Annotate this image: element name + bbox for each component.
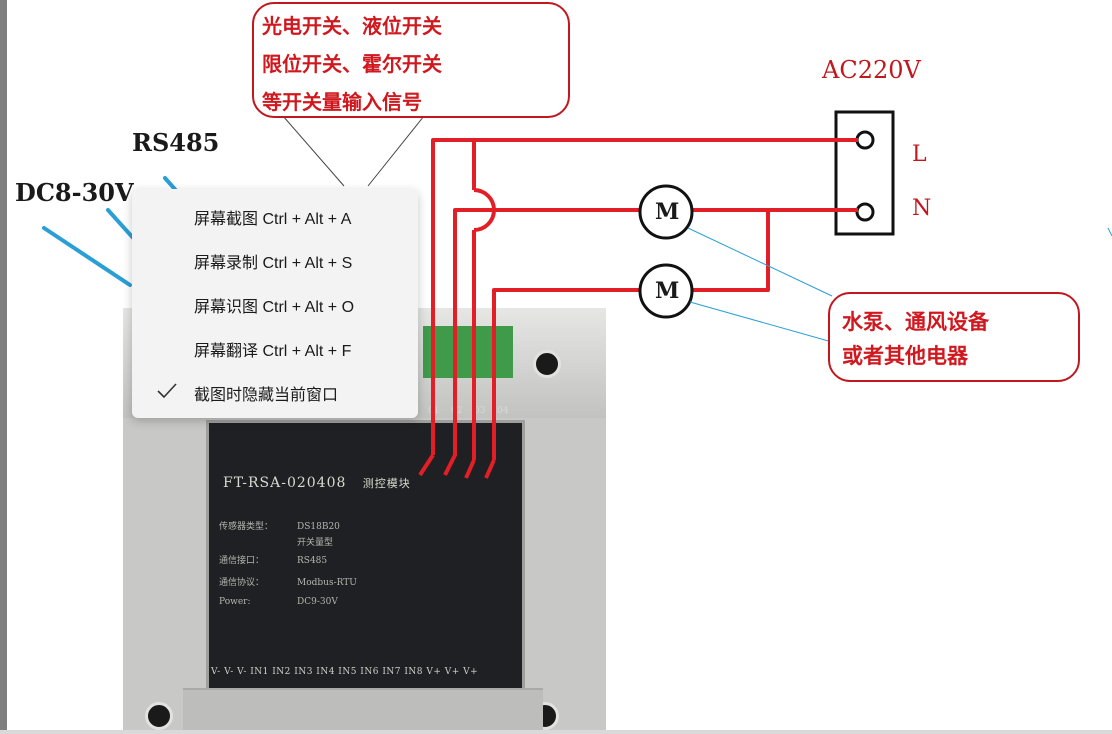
mount-hole-top-right (533, 350, 561, 378)
menu-item-screenshot[interactable]: 屏幕截图 Ctrl + Alt + A (132, 193, 418, 237)
menu-item-hide-window[interactable]: 截图时隐藏当前窗口 (132, 369, 418, 413)
screenshot-context-menu: 屏幕截图 Ctrl + Alt + A 屏幕录制 Ctrl + Alt + S … (132, 189, 418, 418)
spec-row: 传感器类型：DS18B20 (219, 522, 340, 532)
spec-row: 开关量型 (297, 538, 334, 548)
menu-item-screen-recognize[interactable]: 屏幕识图 Ctrl + Alt + O (132, 281, 418, 325)
ac220v-label: AC220V (822, 56, 921, 84)
neutral-n-label: N (912, 196, 932, 221)
input-bubble-line: 光电开关、液位开关 (262, 14, 442, 38)
module-title-cn: 测控模块 (362, 477, 411, 490)
input-signal-bubble: 光电开关、液位开关 限位开关、霍尔开关 等开关量输入信号 (252, 2, 570, 118)
mount-hole-bottom-left (145, 702, 173, 730)
module-base (183, 688, 543, 734)
menu-item-label: 屏幕录制 Ctrl + Alt + S (194, 255, 353, 272)
motor-top-label: M (655, 199, 680, 225)
load-bubble: 水泵、通风设备 或者其他电器 (828, 292, 1080, 382)
spec-row: 通信接口：RS485 (219, 556, 328, 566)
module-title: FT-RSA-020408 测控模块 (223, 475, 411, 491)
red-wires (418, 138, 858, 479)
callout-lines (282, 115, 425, 187)
motor-bottom (638, 263, 694, 319)
motor-top (638, 184, 694, 240)
menu-item-label: 屏幕翻译 Ctrl + Alt + F (194, 343, 352, 360)
rs485-label: RS485 (132, 128, 220, 157)
line-l-label: L (912, 142, 927, 167)
spec-row: Power:DC9-30V (219, 597, 338, 607)
terminal-l-screw (855, 130, 875, 150)
terminal-block (423, 326, 513, 378)
load-bubble-line: 或者其他电器 (842, 344, 968, 368)
load-callout-lines (687, 227, 833, 343)
output-label-3: 03 (474, 406, 486, 416)
window-left-edge (0, 0, 7, 734)
checkmark-icon (157, 383, 177, 399)
menu-item-label: 屏幕截图 Ctrl + Alt + A (194, 211, 352, 228)
window-bottom-edge (0, 730, 1112, 734)
pin-labels: V- V- V- IN1 IN2 IN3 IN4 IN5 IN6 IN7 IN8… (211, 667, 479, 677)
menu-item-screen-translate[interactable]: 屏幕翻译 Ctrl + Alt + F (132, 325, 418, 369)
menu-item-screen-record[interactable]: 屏幕录制 Ctrl + Alt + S (132, 237, 418, 281)
spec-row: 通信协议：Modbus-RTU (219, 578, 357, 588)
output-label-4: 04 (497, 406, 509, 416)
menu-item-label: 截图时隐藏当前窗口 (194, 387, 339, 404)
dc-power-label: DC8-30V (15, 178, 134, 207)
menu-item-label: 屏幕识图 Ctrl + Alt + O (194, 299, 355, 316)
load-bubble-line: 水泵、通风设备 (842, 310, 989, 334)
motor-bottom-label: M (655, 278, 680, 304)
terminal-n-screw (855, 202, 875, 222)
module-model: FT-RSA-020408 (223, 475, 347, 491)
input-bubble-line: 等开关量输入信号 (262, 90, 422, 114)
input-bubble-line: 限位开关、霍尔开关 (262, 52, 442, 76)
